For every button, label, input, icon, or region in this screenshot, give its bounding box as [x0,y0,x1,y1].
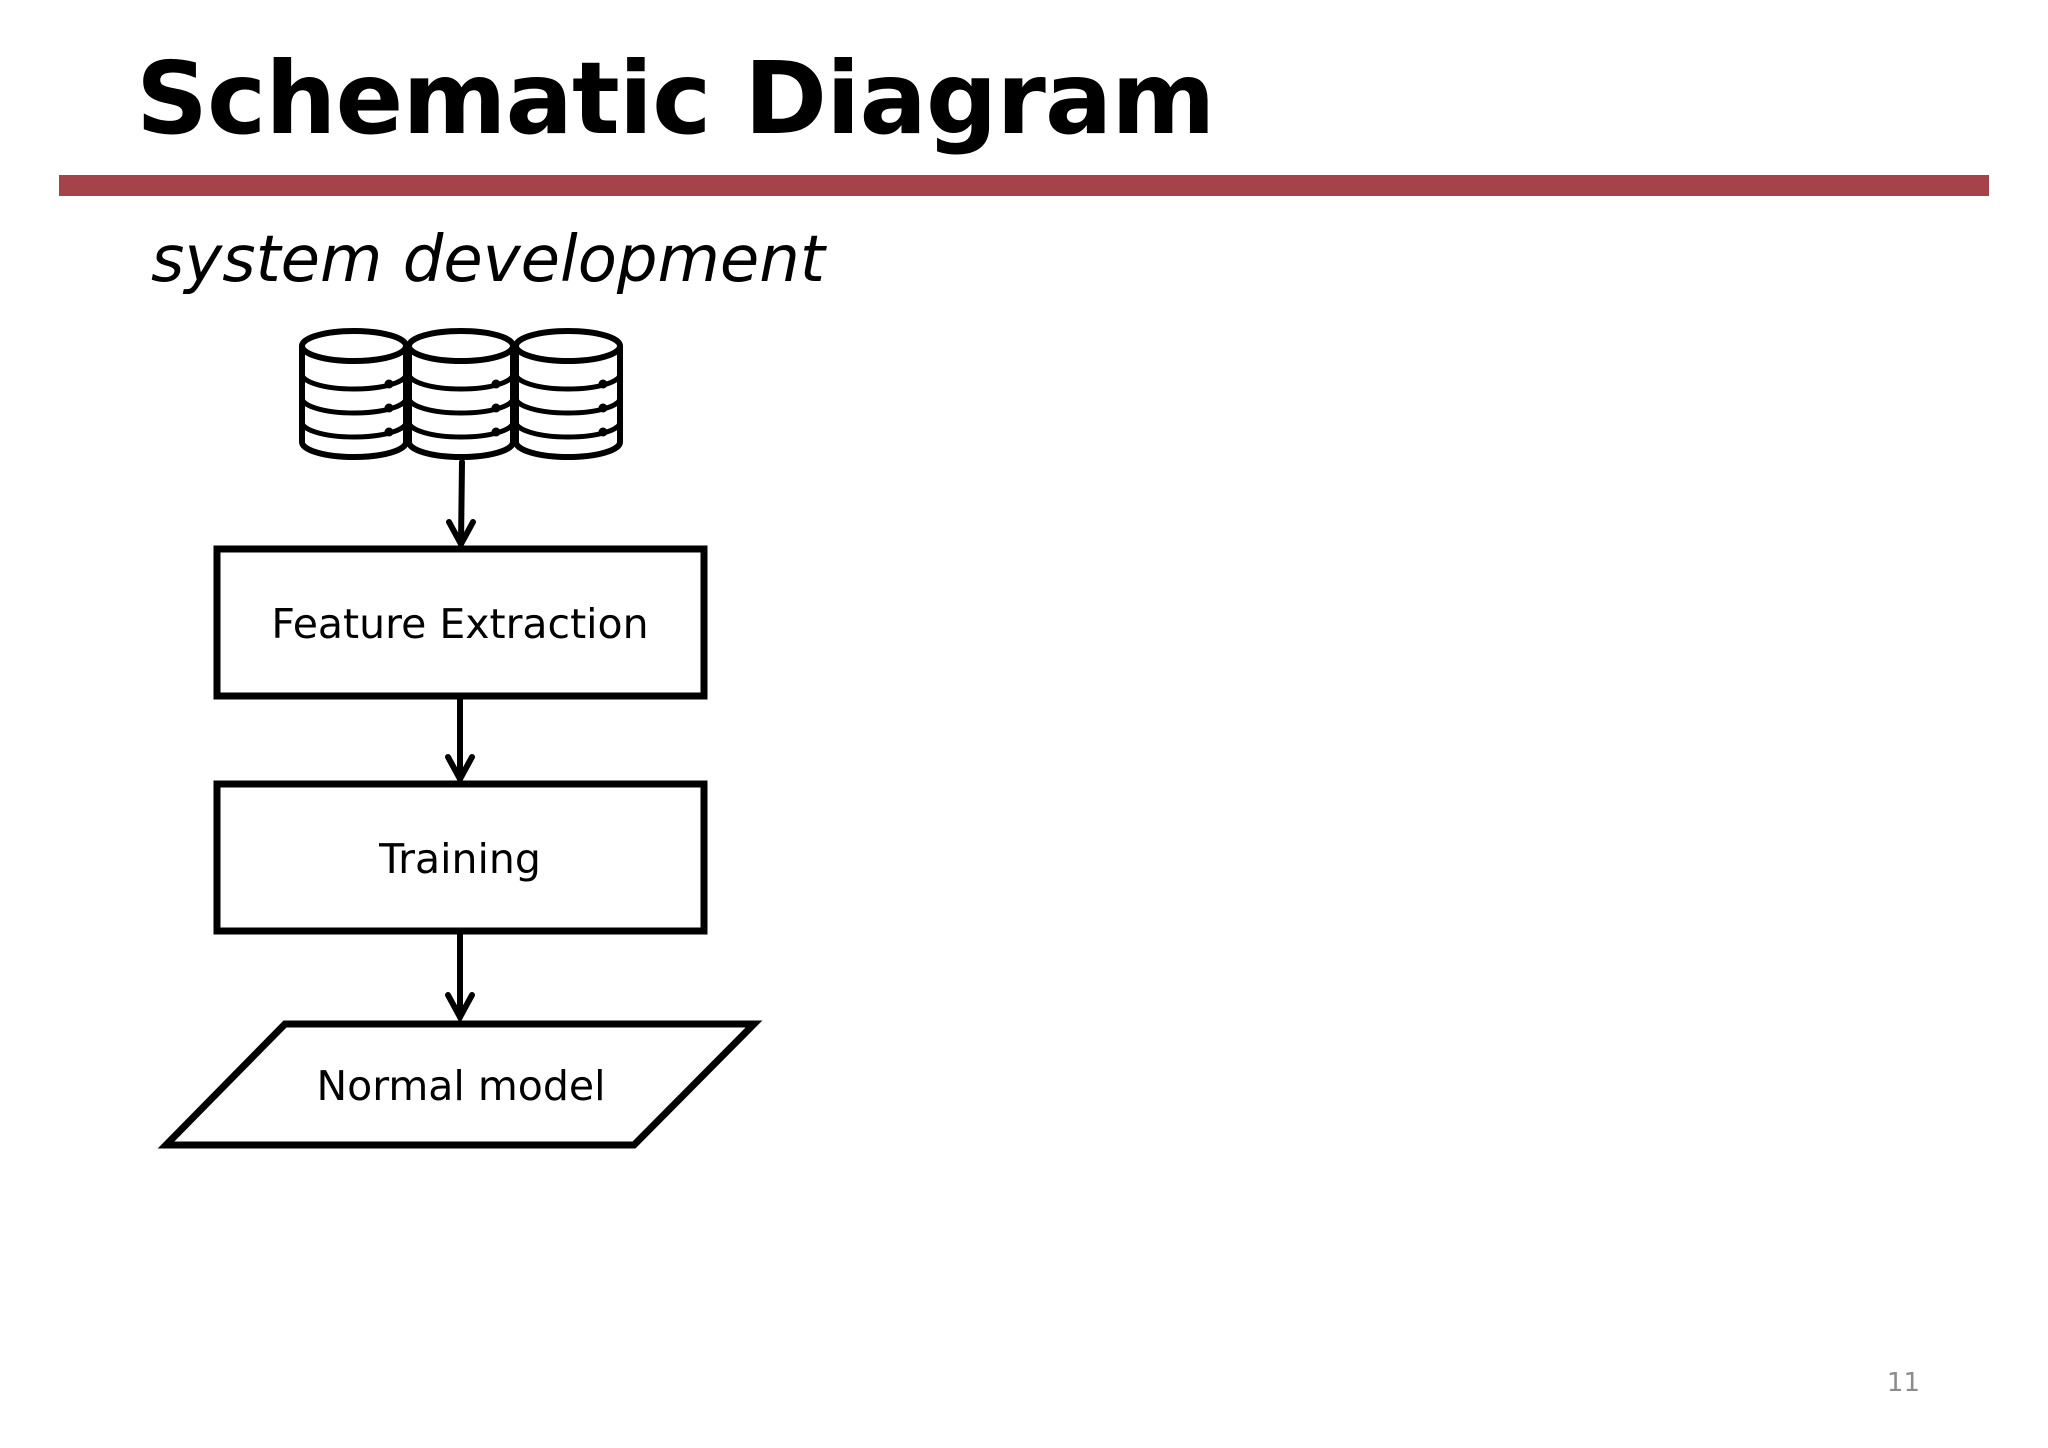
slide-title: Schematic Diagram [136,40,1216,157]
arrow-training-to-normal-model [445,931,475,1024]
arrow-feature-extraction-to-training [445,696,475,786]
normal-model-label: Normal model [316,1062,605,1110]
training-label: Training [378,835,541,883]
page-number: 11 [1886,1368,1920,1398]
database-stack-icon [302,331,620,457]
title-rule [59,175,1989,196]
normal-model-parallelogram: Normal model [157,1020,763,1149]
arrow-database-to-feature-extraction [446,459,476,551]
feature-extraction-box: Feature Extraction [213,545,708,700]
training-box: Training [213,780,708,935]
slide-subtitle: system development [151,223,825,297]
feature-extraction-label: Feature Extraction [271,600,648,648]
